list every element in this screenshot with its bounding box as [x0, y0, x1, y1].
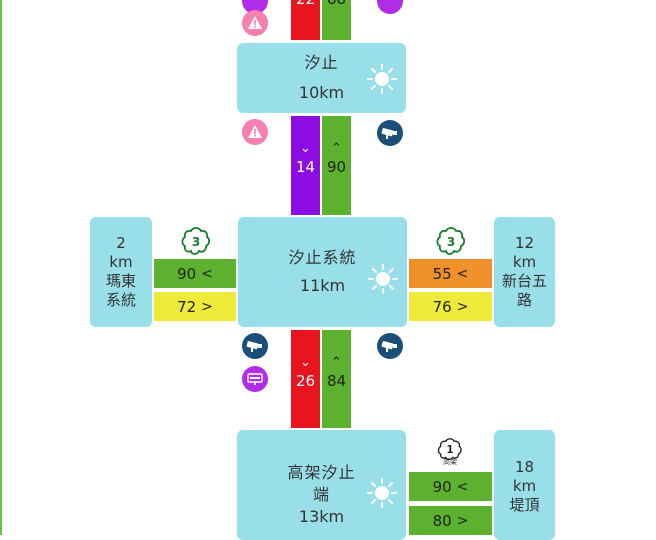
cms-icon[interactable] — [377, 0, 403, 14]
interchange-name: 汐止 — [304, 53, 339, 72]
endpoint-wudong[interactable]: 2 km 瑪東系統 — [90, 217, 152, 327]
endpoint-name: 瑪東系統 — [105, 272, 136, 309]
sun-icon — [368, 264, 398, 294]
shield-number: 1 — [446, 445, 453, 456]
endpoint-km-number: 18 — [514, 458, 535, 476]
shield-number: 3 — [192, 235, 200, 249]
segment-speed: 72 — [177, 297, 197, 316]
segment-mid-south[interactable]: ⌄ 14 — [291, 116, 320, 215]
shield-caption: 高架 — [443, 458, 457, 466]
highway-shield-icon: 3 — [436, 227, 466, 255]
camera-icon[interactable] — [242, 333, 268, 359]
direction-down-icon: ⌄ — [300, 355, 311, 370]
warning-icon[interactable] — [242, 10, 268, 36]
segment-speed: 26 — [295, 372, 316, 390]
sun-icon — [367, 64, 397, 94]
interchange-elevated-xizhi-end[interactable]: 高架汐止端 13km — [237, 430, 406, 540]
endpoint-xintai[interactable]: 12 km 新台五路 — [494, 217, 555, 327]
direction-up-icon: ⌃ — [331, 355, 342, 370]
endpoint-km-number: 2 — [116, 234, 126, 252]
camera-icon[interactable] — [377, 333, 403, 359]
segment-top-north[interactable]: 88 — [322, 0, 351, 40]
segment-low-north[interactable]: ⌃ 84 — [322, 330, 351, 428]
endpoint-km-number: 12 — [514, 234, 535, 252]
segment-right-east[interactable]: 76> — [409, 292, 492, 321]
message-sign-icon[interactable] — [242, 366, 268, 392]
direction-left-icon: < — [201, 265, 213, 282]
segment-speed: 14 — [295, 158, 316, 176]
segment-mid-north[interactable]: ⌃ 90 — [322, 116, 351, 215]
segment-speed: 90 — [177, 264, 197, 283]
direction-left-icon: < — [456, 265, 469, 282]
interchange-name: 高架汐止端 — [287, 463, 356, 504]
interchange-km: 10km — [298, 83, 345, 102]
interchange-km: 11km — [299, 276, 346, 295]
segment-left-east[interactable]: 72> — [154, 292, 236, 321]
endpoint-name: 新台五路 — [501, 272, 547, 309]
segment-speed: 90 — [432, 477, 452, 496]
direction-right-icon: > — [456, 512, 469, 529]
endpoint-km-unit: km — [109, 253, 133, 271]
segment-bottom-west[interactable]: 90< — [409, 472, 492, 501]
endpoint-name: 堤頂 — [509, 496, 540, 514]
endpoint-km-unit: km — [512, 253, 537, 271]
shield-number: 3 — [447, 235, 455, 249]
direction-down-icon: ⌄ — [300, 141, 311, 156]
segment-top-south[interactable]: 22 — [291, 0, 320, 40]
segment-speed: 80 — [432, 511, 452, 530]
segment-speed: 76 — [432, 297, 452, 316]
endpoint-diding[interactable]: 18 km 堤頂 — [494, 430, 555, 540]
segment-bottom-east[interactable]: 80> — [409, 506, 492, 535]
direction-right-icon: > — [456, 298, 469, 315]
left-border — [0, 0, 2, 535]
segment-speed: 22 — [296, 0, 315, 10]
direction-up-icon: ⌃ — [331, 141, 342, 156]
segment-left-west[interactable]: 90< — [154, 259, 236, 288]
camera-icon[interactable] — [377, 120, 403, 146]
segment-speed: 84 — [326, 372, 347, 390]
interchange-xizhi-system[interactable]: 汐止系統 11km — [238, 217, 407, 327]
sun-icon — [367, 478, 397, 508]
direction-left-icon: < — [456, 478, 469, 495]
segment-speed: 55 — [432, 264, 452, 283]
interchange-name: 汐止系統 — [288, 248, 357, 267]
segment-low-south[interactable]: ⌄ 26 — [291, 330, 320, 428]
warning-icon[interactable] — [242, 119, 268, 145]
highway-shield-icon: 1 — [437, 438, 462, 460]
direction-right-icon: > — [201, 298, 213, 315]
highway-shield-icon: 3 — [181, 227, 211, 255]
interchange-km: 13km — [298, 507, 345, 526]
segment-speed: 90 — [326, 158, 347, 176]
segment-speed: 88 — [327, 0, 346, 10]
segment-right-west[interactable]: 55< — [409, 259, 492, 288]
endpoint-km-unit: km — [512, 477, 537, 495]
